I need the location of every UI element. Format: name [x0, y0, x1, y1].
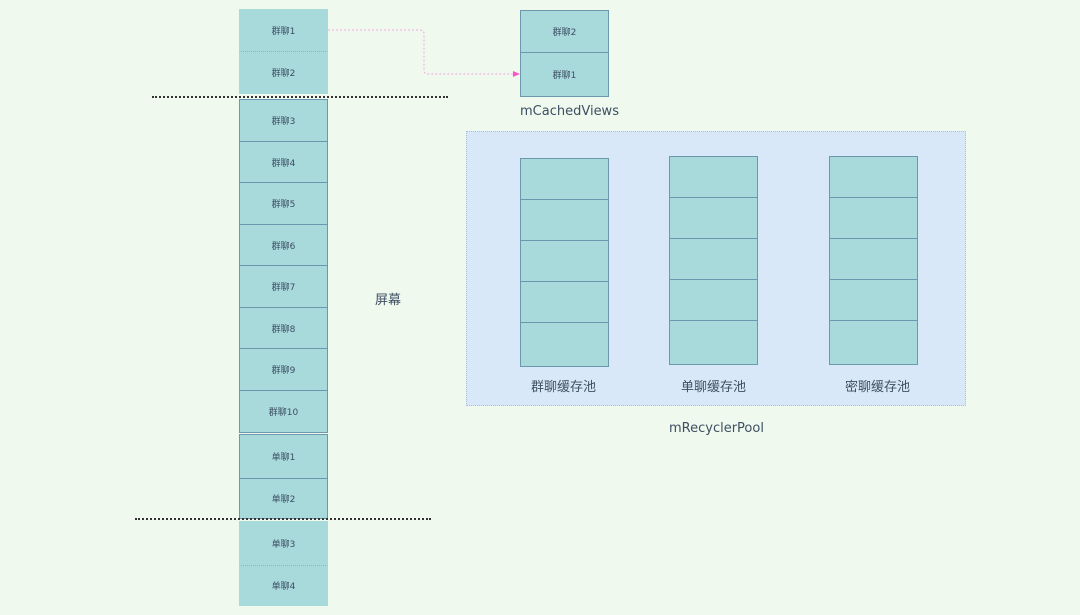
list-item-label: 单聊4 — [271, 582, 296, 592]
list-item-label: 群聊10 — [268, 408, 299, 418]
list-item-label: 群聊1 — [271, 26, 296, 37]
list-item-above-2: 群聊2 — [239, 51, 328, 94]
cached-view-item: 群聊1 — [520, 52, 609, 97]
list-item-label: 群聊2 — [271, 69, 296, 79]
list-item-onscreen: 群聊8 — [239, 307, 328, 349]
list-item-onscreen: 群聊5 — [239, 182, 328, 225]
pool-slot — [669, 279, 758, 321]
list-item-onscreen: 单聊1 — [239, 434, 328, 479]
screen-label: 屏幕 — [375, 293, 402, 308]
group-chat-pool-label: 群聊缓存池 — [531, 380, 597, 395]
pool-slot — [829, 279, 918, 321]
pool-slot — [829, 320, 918, 365]
arrow-head-icon — [513, 71, 520, 77]
list-item-onscreen: 群聊9 — [239, 348, 328, 391]
list-item-onscreen: 群聊7 — [239, 265, 328, 308]
list-item-label: 单聊2 — [271, 495, 296, 505]
pool-slot — [669, 238, 758, 280]
secret-chat-pool-label: 密聊缓存池 — [845, 380, 911, 395]
pool-slot — [520, 199, 609, 241]
cached-view-item: 群聊2 — [520, 10, 609, 53]
list-item-label: 群聊4 — [271, 158, 296, 169]
screen-bottom-boundary — [135, 518, 431, 520]
pool-slot — [829, 238, 918, 280]
pool-slot — [669, 156, 758, 198]
list-item-onscreen: 单聊2 — [239, 478, 328, 519]
list-item-onscreen: 群聊10 — [239, 390, 328, 433]
single-chat-pool-label: 单聊缓存池 — [681, 380, 747, 395]
pool-slot — [520, 240, 609, 282]
cached-view-label: 群聊2 — [552, 28, 577, 38]
list-item-label: 群聊6 — [271, 241, 296, 252]
pool-slot — [520, 158, 609, 200]
arrow-line — [328, 29, 514, 75]
list-item-onscreen: 群聊4 — [239, 141, 328, 183]
cached-views-title: mCachedViews — [520, 104, 619, 119]
pool-slot — [520, 322, 609, 367]
list-item-above-1: 群聊1 — [239, 9, 328, 51]
recycler-pool-title: mRecyclerPool — [669, 421, 764, 436]
screen-top-boundary — [152, 96, 448, 98]
pool-slot — [669, 320, 758, 365]
list-item-label: 单聊1 — [271, 453, 296, 463]
list-item-below-2: 单聊4 — [239, 565, 328, 606]
list-item-label: 群聊3 — [271, 117, 296, 127]
list-item-label: 单聊3 — [271, 540, 296, 550]
pool-slot — [829, 197, 918, 239]
list-item-label: 群聊5 — [271, 200, 296, 210]
list-item-label: 群聊9 — [271, 366, 296, 376]
pool-slot — [669, 197, 758, 239]
list-item-label: 群聊7 — [271, 283, 296, 293]
list-item-below-1: 单聊3 — [239, 521, 328, 566]
pool-slot — [829, 156, 918, 198]
cached-view-label: 群聊1 — [552, 71, 577, 81]
pool-slot — [520, 281, 609, 323]
list-item-onscreen: 群聊3 — [239, 99, 328, 142]
list-item-onscreen: 群聊6 — [239, 224, 328, 266]
list-item-label: 群聊8 — [271, 324, 296, 335]
